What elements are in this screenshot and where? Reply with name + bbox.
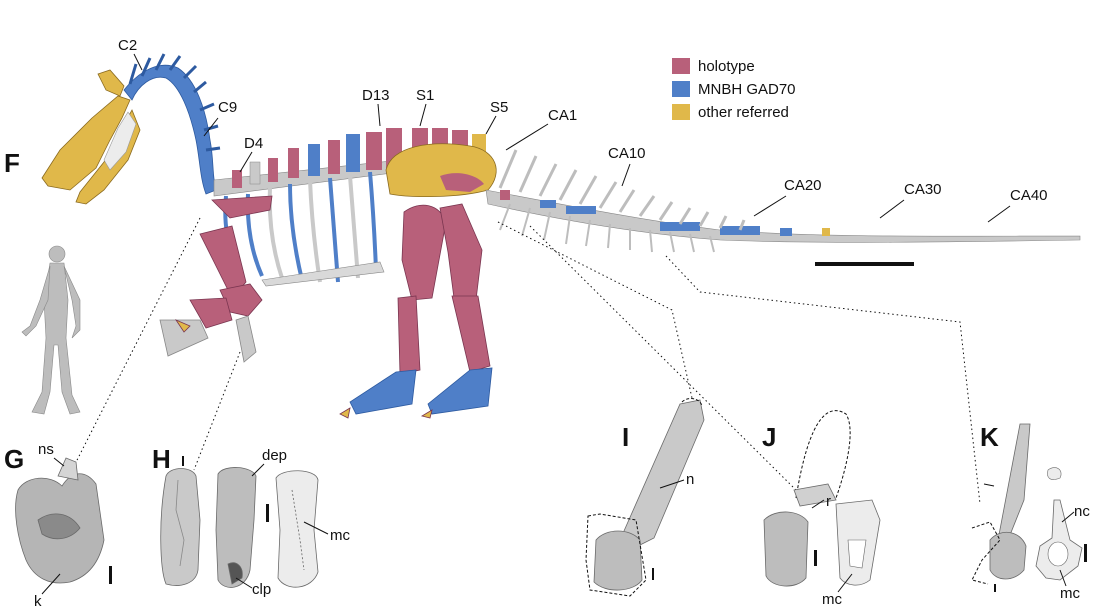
caudal-vertebra-k xyxy=(971,423,1083,585)
connector-lines xyxy=(71,217,981,505)
caudal-vertebra-i xyxy=(585,398,705,597)
vertebra-labels: C2 C9 D4 D13 S1 S5 CA1 CA10 CA20 CA30 CA… xyxy=(118,37,1048,223)
annotation-g-ns: ns xyxy=(38,441,54,458)
scale-bar-j xyxy=(814,550,817,566)
label-ca20: CA20 xyxy=(784,177,822,194)
scale-bar-g xyxy=(109,566,112,584)
label-s1: S1 xyxy=(416,87,434,104)
legend-swatch-holotype xyxy=(672,58,690,74)
pelvis xyxy=(385,128,497,198)
panel-label-j: J xyxy=(762,422,776,452)
label-ca1: CA1 xyxy=(548,107,577,124)
label-d13: D13 xyxy=(362,87,390,104)
annotation-h-clp: clp xyxy=(252,581,271,598)
gastralia xyxy=(261,261,385,287)
annotation-j-mc: mc xyxy=(822,591,842,608)
human-silhouette xyxy=(21,245,81,415)
annotation-k-mc: mc xyxy=(1060,585,1080,602)
skull xyxy=(41,69,141,205)
annotation-h-mc: mc xyxy=(330,527,350,544)
panel-label-i: I xyxy=(622,422,629,452)
label-c2: C2 xyxy=(118,37,137,54)
legend-label-referred: other referred xyxy=(698,104,789,121)
annotation-k-nc: nc xyxy=(1074,503,1090,520)
dorsal-series xyxy=(213,128,402,287)
label-s5: S5 xyxy=(490,99,508,116)
legend-label-mnbh: MNBH GAD70 xyxy=(698,81,796,98)
scale-bar-k xyxy=(1084,544,1087,562)
forelimbs xyxy=(159,195,273,363)
caudal-vertebra-j xyxy=(763,410,881,587)
panel-label-h: H xyxy=(152,444,171,474)
label-ca40: CA40 xyxy=(1010,187,1048,204)
label-d4: D4 xyxy=(244,135,263,152)
tail xyxy=(485,149,1081,253)
scale-bar-h xyxy=(266,504,269,522)
phalanx-specimens-h xyxy=(160,467,319,588)
vertebra-specimen-g xyxy=(15,457,105,584)
label-c9: C9 xyxy=(218,99,237,116)
scale-bar-k-small xyxy=(994,584,996,592)
scale-bar-i xyxy=(652,568,654,580)
label-ca10: CA10 xyxy=(608,145,646,162)
label-ca30: CA30 xyxy=(904,181,942,198)
scale-bar xyxy=(815,262,914,266)
legend-label-holotype: holotype xyxy=(698,58,755,75)
panel-label-g: G xyxy=(4,444,24,474)
legend-swatch-mnbh xyxy=(672,81,690,97)
annotation-h-dep: dep xyxy=(262,447,287,464)
panel-label-k: K xyxy=(980,422,999,452)
legend: holotype MNBH GAD70 other referred xyxy=(672,58,796,121)
panel-label-f: F xyxy=(4,148,20,178)
annotation-g-k: k xyxy=(34,593,42,609)
legend-swatch-referred xyxy=(672,104,690,120)
neck-vertebrae xyxy=(123,53,221,195)
annotation-j-r: r xyxy=(826,493,831,510)
annotation-i-n: n xyxy=(686,471,694,488)
hindlimbs xyxy=(339,203,493,419)
scale-bar-h-small xyxy=(182,456,184,466)
